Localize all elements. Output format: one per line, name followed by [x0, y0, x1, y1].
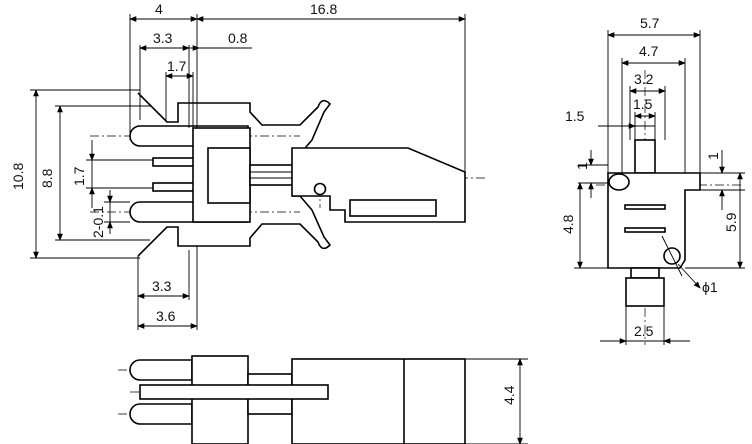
housing-hole [313, 182, 327, 196]
dim-1-5-mid: 1.5 [633, 96, 653, 112]
neck [249, 164, 295, 186]
dim-5-9: 5.9 [723, 212, 739, 232]
front-top-stem [634, 139, 656, 174]
dim-4-7: 4.7 [639, 43, 659, 59]
top-body-block [191, 355, 249, 444]
top-pin-lower [129, 403, 193, 425]
dim-8-8: 8.8 [39, 168, 55, 188]
top-clip [137, 92, 332, 155]
dim-3-2: 3.2 [634, 71, 654, 87]
bottom-clip [137, 195, 332, 257]
dim-2-0-1: 2-0.1 [90, 206, 106, 238]
dim-1-5-left: 1.5 [565, 108, 585, 124]
front-body [607, 172, 701, 269]
dim-0-8: 0.8 [228, 30, 248, 46]
body-inner [207, 147, 251, 204]
top-pin-upper [129, 359, 193, 381]
housing-slot [349, 199, 437, 217]
dim-4-4: 4.4 [501, 385, 517, 405]
top-view [118, 355, 528, 444]
front-view [574, 30, 745, 345]
dim-2-5: 2.5 [634, 323, 654, 339]
dim-5-7: 5.7 [640, 15, 660, 31]
dim-1-7-top: 1.7 [167, 58, 187, 74]
dim-1-7-left: 1.7 [71, 166, 87, 186]
dim-4-8: 4.8 [560, 214, 576, 234]
front-bottom-stem [630, 267, 660, 279]
front-slot-2 [624, 227, 666, 233]
dim-10-8: 10.8 [10, 163, 26, 190]
side-view [30, 14, 485, 330]
front-slot-1 [624, 204, 666, 210]
dim-16-8: 16.8 [310, 1, 337, 17]
top-middle-pin [139, 384, 329, 400]
dim-3-6: 3.6 [156, 308, 176, 324]
front-hole-left [608, 173, 630, 191]
dim-phi-1: ϕ1 [702, 279, 718, 295]
top-housing [291, 358, 466, 444]
dim-1-left: 1 [574, 162, 590, 170]
front-bottom-plug [625, 277, 665, 307]
dim-4: 4 [155, 1, 163, 17]
dim-3-3-bottom: 3.3 [152, 278, 172, 294]
dim-1-right: 1 [705, 152, 721, 160]
dim-3-3-top: 3.3 [153, 30, 173, 46]
